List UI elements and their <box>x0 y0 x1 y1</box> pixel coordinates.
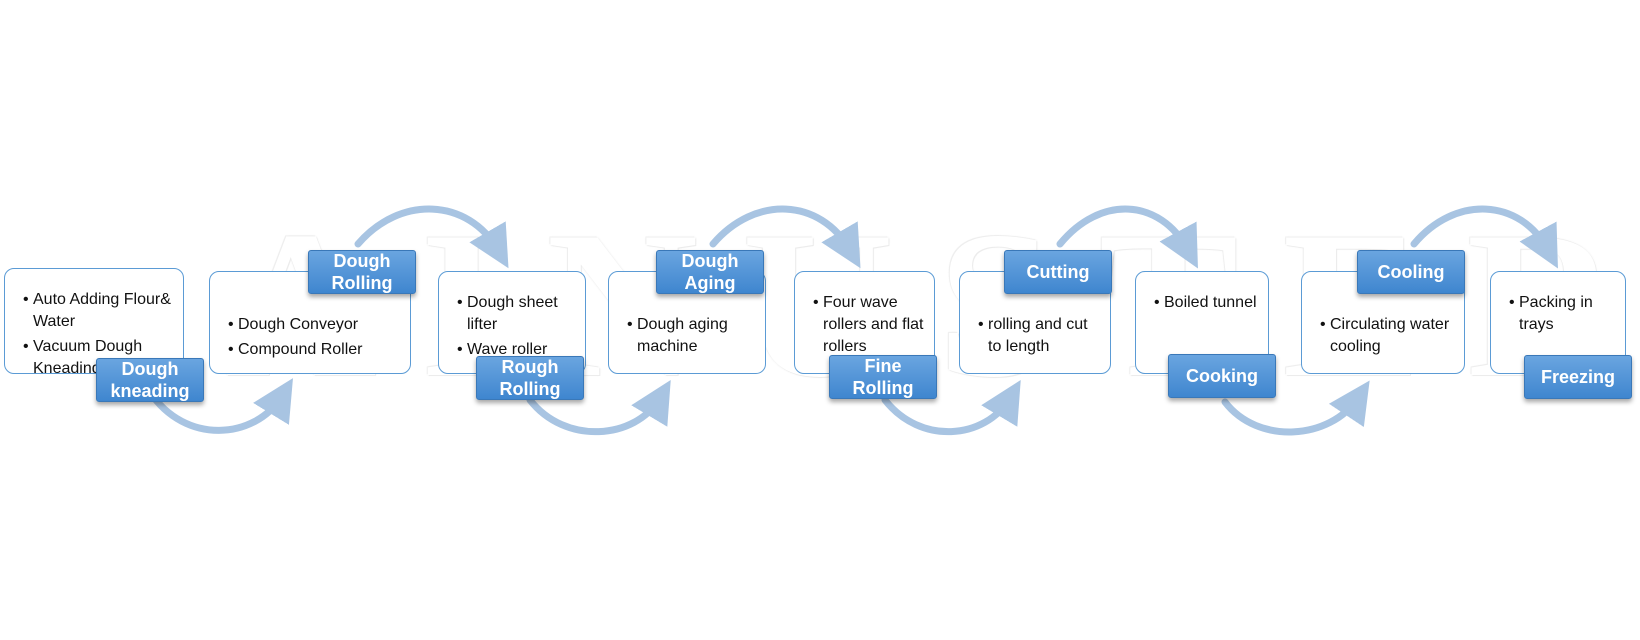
step-label-fine-rolling: Fine Rolling <box>829 355 937 399</box>
step-label-dough-aging: Dough Aging <box>656 250 764 294</box>
step-item: rolling and cut to length <box>978 314 1100 358</box>
step-item: Packing in trays <box>1509 292 1615 336</box>
step-item: Dough aging machine <box>627 314 755 358</box>
arrow-6 <box>1056 205 1198 269</box>
step-label-dough-rolling: Dough Rolling <box>308 250 416 294</box>
step-item: Auto Adding Flour& Water <box>23 289 173 333</box>
step-box-dough-kneading: Auto Adding Flour& Water Vacuum Dough Kn… <box>4 268 184 374</box>
arrow-8 <box>1410 205 1558 269</box>
arrow-1 <box>146 378 294 434</box>
step-label-cutting: Cutting <box>1004 250 1112 294</box>
arrow-5 <box>881 379 1021 436</box>
step-item: Four wave rollers and flat rollers <box>813 292 924 358</box>
step-label-dough-kneading: Dough kneading <box>96 358 204 402</box>
step-label-freezing: Freezing <box>1524 355 1632 399</box>
step-label-cooking: Cooking <box>1168 354 1276 398</box>
step-item: Vacuum Dough Kneading <box>23 336 173 373</box>
arrow-2 <box>354 205 509 269</box>
step-label-cooling: Cooling <box>1357 250 1465 294</box>
step-item: Dough Conveyor <box>228 314 400 336</box>
arrow-4 <box>709 205 861 269</box>
arrow-3 <box>526 379 671 436</box>
step-item: Dough sheet lifter <box>457 292 575 336</box>
step-item: Circulating water cooling <box>1320 314 1454 358</box>
step-item: Wave roller <box>457 339 575 361</box>
step-item: Compound Roller <box>228 339 400 361</box>
step-label-rough-rolling: Rough Rolling <box>476 356 584 400</box>
arrow-7 <box>1221 380 1370 436</box>
step-item: Boiled tunnel <box>1154 292 1258 314</box>
